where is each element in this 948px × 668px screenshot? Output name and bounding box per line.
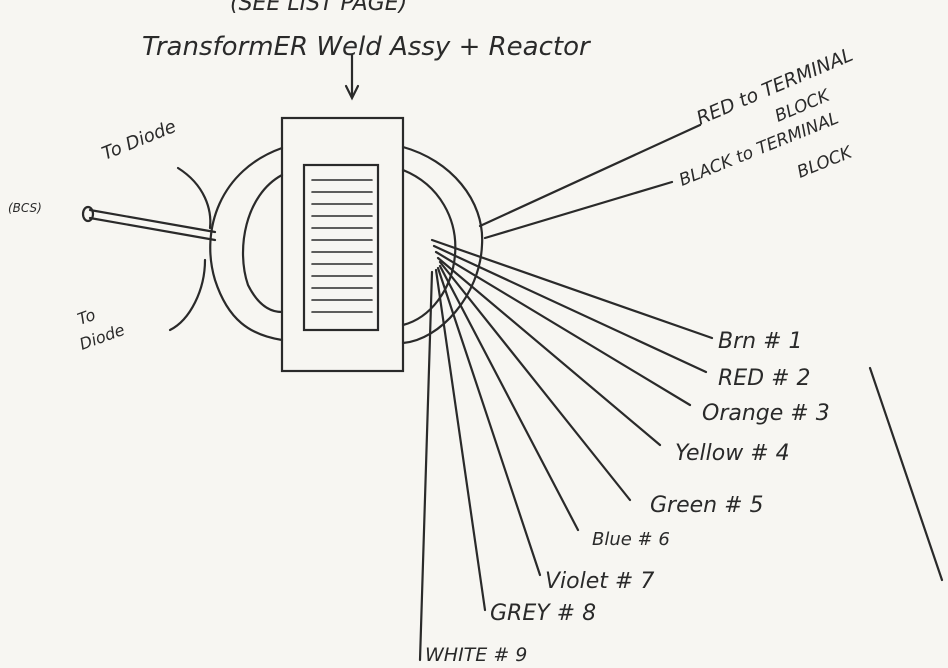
transformer-body <box>280 116 405 373</box>
wire-line-1 <box>430 238 714 340</box>
down-arrow-icon <box>344 53 360 101</box>
wire-line-2 <box>432 244 708 374</box>
diagram-title: TransformER Weld Assy + Reactor <box>142 32 592 62</box>
wire-label-2: RED # 2 <box>718 366 811 391</box>
to-diode-bottom-label-1: To <box>75 305 98 329</box>
group-bracket-line <box>868 366 944 582</box>
wire-label-4: Yellow # 4 <box>675 441 790 466</box>
wire-label-7: Violet # 7 <box>545 569 654 594</box>
left-scribble: (BCS) <box>8 201 42 215</box>
wire-line-6 <box>438 264 580 532</box>
wire-line-7 <box>436 266 542 577</box>
wire-label-8: GREY # 8 <box>490 601 596 626</box>
winding-lines <box>311 179 373 313</box>
red-lead-line <box>478 123 702 228</box>
wire-label-9: WHITE # 9 <box>425 644 527 666</box>
winding-box <box>302 163 380 332</box>
wire-line-8 <box>434 268 487 612</box>
to-diode-top-label: To Diode <box>99 116 179 165</box>
top-partial-label: (SEE LIST PAGE) <box>230 0 407 16</box>
black-terminal-label-2: BLOCK <box>794 142 856 183</box>
wire-line-3 <box>434 250 692 407</box>
wire-line-5 <box>438 260 632 502</box>
transformer-core <box>81 116 484 373</box>
wire-bundle <box>418 238 714 662</box>
wire-label-5: Green # 5 <box>650 493 764 518</box>
wire-label-1: Brn # 1 <box>718 329 803 354</box>
wire-line-9 <box>418 270 434 662</box>
wire-label-3: Orange # 3 <box>702 401 830 426</box>
wire-label-6: Blue # 6 <box>592 529 670 550</box>
wire-line-4 <box>436 256 662 447</box>
black-lead-line <box>483 180 674 240</box>
